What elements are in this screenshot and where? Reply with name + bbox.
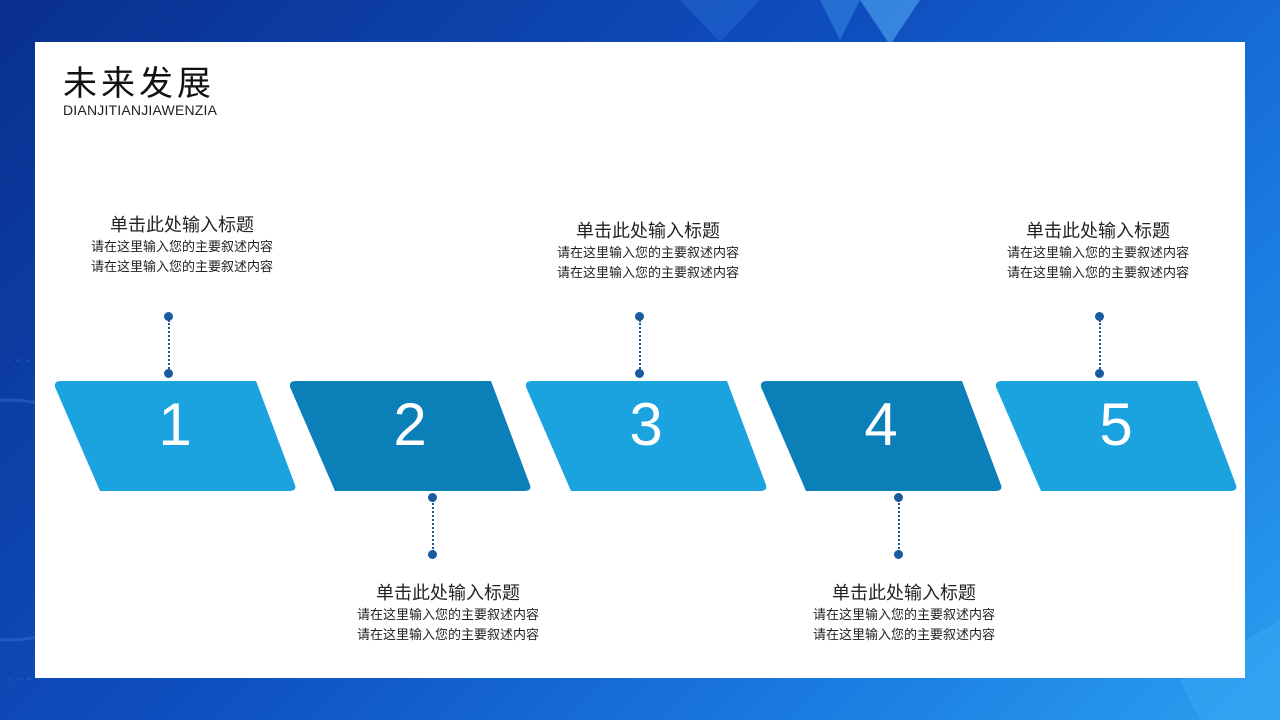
step-number-1: 1 xyxy=(158,391,192,458)
step-desc-2a: 请在这里输入您的主要叙述内容 xyxy=(356,608,539,623)
step-number-2: 2 xyxy=(393,391,427,458)
step-desc-5a: 请在这里输入您的主要叙述内容 xyxy=(1006,246,1189,261)
step-desc-2b: 请在这里输入您的主要叙述内容 xyxy=(356,628,539,643)
connector-dot-top-2 xyxy=(428,493,437,502)
connector-dot-bottom-3 xyxy=(635,369,644,378)
connector-dot-top-1 xyxy=(164,312,173,321)
step-desc-3a: 请在这里输入您的主要叙述内容 xyxy=(556,246,739,261)
step-block-5 xyxy=(995,381,1237,491)
connector-line-5 xyxy=(1099,320,1101,372)
step-text-1: 单击此处输入标题 请在这里输入您的主要叙述内容 请在这里输入您的主要叙述内容 xyxy=(52,214,312,278)
step-number-3: 3 xyxy=(629,391,663,458)
connector-line-1 xyxy=(168,320,170,372)
connector-line-3 xyxy=(639,320,641,372)
step-block-2 xyxy=(289,381,531,491)
step-number-4: 4 xyxy=(864,391,898,458)
step-number-5: 5 xyxy=(1099,391,1133,458)
connector-line-2 xyxy=(432,500,434,552)
connector-dot-bottom-5 xyxy=(1095,369,1104,378)
page-subtitle: DIANJITIANJIAWENZIA xyxy=(63,102,218,118)
step-desc-5b: 请在这里输入您的主要叙述内容 xyxy=(1006,266,1189,281)
connector-dot-bottom-4 xyxy=(894,550,903,559)
step-desc-4a: 请在这里输入您的主要叙述内容 xyxy=(812,608,995,623)
step-title-5: 单击此处输入标题 xyxy=(1026,221,1170,242)
connector-dot-bottom-1 xyxy=(164,369,173,378)
connector-dot-top-3 xyxy=(635,312,644,321)
step-desc-4b: 请在这里输入您的主要叙述内容 xyxy=(812,628,995,643)
step-desc-1b: 请在这里输入您的主要叙述内容 xyxy=(90,260,273,275)
step-block-3 xyxy=(525,381,767,491)
step-desc-3b: 请在这里输入您的主要叙述内容 xyxy=(556,266,739,281)
page-title: 未来发展 xyxy=(63,64,215,104)
step-block-4 xyxy=(760,381,1002,491)
step-text-3: 单击此处输入标题 请在这里输入您的主要叙述内容 请在这里输入您的主要叙述内容 xyxy=(518,220,778,284)
step-title-1: 单击此处输入标题 xyxy=(110,215,254,236)
connector-dot-top-4 xyxy=(894,493,903,502)
connector-dot-top-5 xyxy=(1095,312,1104,321)
connector-line-4 xyxy=(898,500,900,552)
step-text-5: 单击此处输入标题 请在这里输入您的主要叙述内容 请在这里输入您的主要叙述内容 xyxy=(968,220,1228,284)
step-text-4: 单击此处输入标题 请在这里输入您的主要叙述内容 请在这里输入您的主要叙述内容 xyxy=(774,582,1034,646)
step-desc-1a: 请在这里输入您的主要叙述内容 xyxy=(90,240,273,255)
step-text-2: 单击此处输入标题 请在这里输入您的主要叙述内容 请在这里输入您的主要叙述内容 xyxy=(318,582,578,646)
step-title-4: 单击此处输入标题 xyxy=(832,583,976,604)
step-title-3: 单击此处输入标题 xyxy=(576,221,720,242)
step-title-2: 单击此处输入标题 xyxy=(376,583,520,604)
connector-dot-bottom-2 xyxy=(428,550,437,559)
step-block-1 xyxy=(54,381,296,491)
